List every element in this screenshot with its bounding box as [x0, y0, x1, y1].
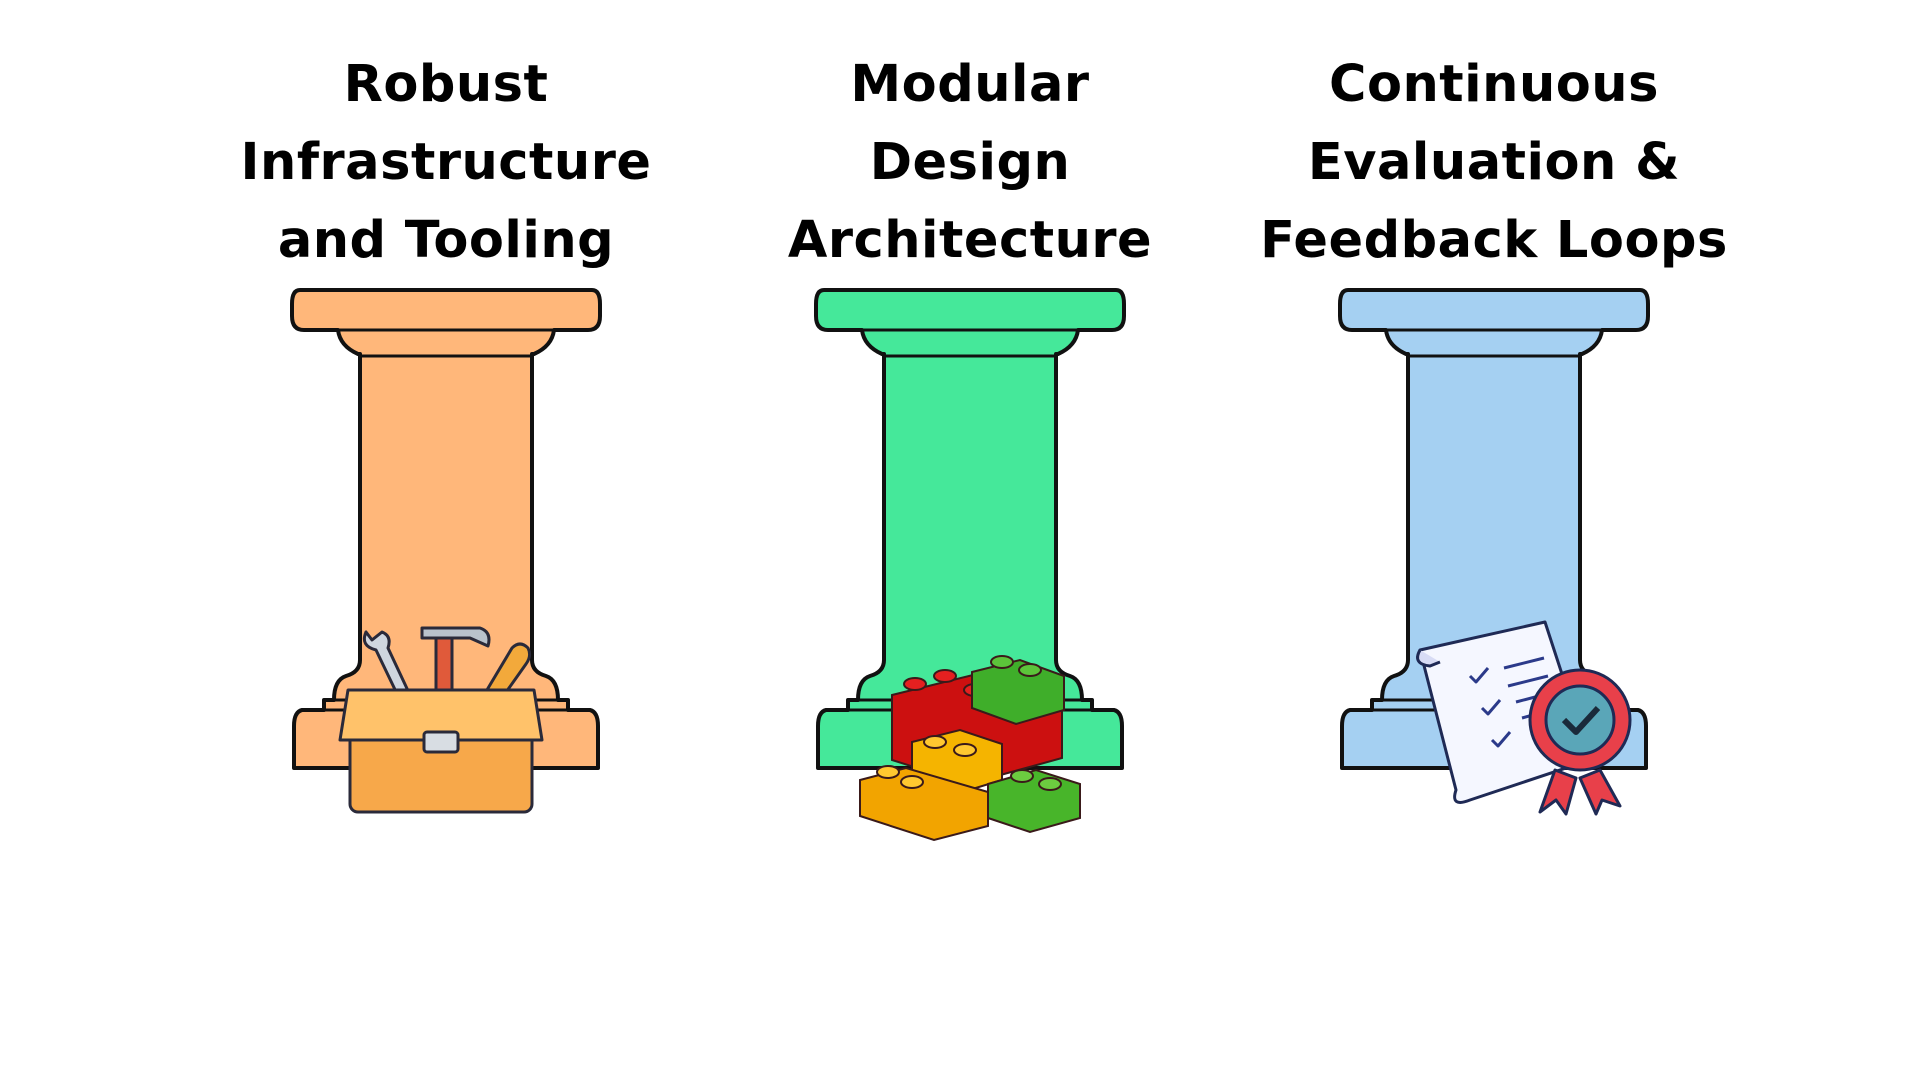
pillar-title-modular: Modular Design Architecture: [710, 46, 1230, 280]
pillar-title-infrastructure: Robust Infrastructure and Tooling: [186, 46, 706, 280]
certificate-icon: [1416, 620, 1632, 816]
title-line: Infrastructure: [240, 133, 652, 192]
title-line: and Tooling: [277, 211, 615, 270]
title-line: Evaluation &: [1307, 133, 1681, 192]
toolbox-icon: [338, 626, 544, 814]
title-line: Robust: [343, 55, 549, 114]
title-line: Architecture: [787, 211, 1153, 270]
lego-bricks-icon: [859, 655, 1081, 842]
pillar-modular: [814, 0, 1126, 770]
pillar-title-evaluation: Continuous Evaluation & Feedback Loops: [1234, 46, 1754, 280]
title-line: Continuous: [1329, 55, 1659, 114]
title-line: Design: [869, 133, 1071, 192]
title-line: Feedback Loops: [1260, 211, 1728, 270]
title-line: Modular: [850, 55, 1090, 114]
